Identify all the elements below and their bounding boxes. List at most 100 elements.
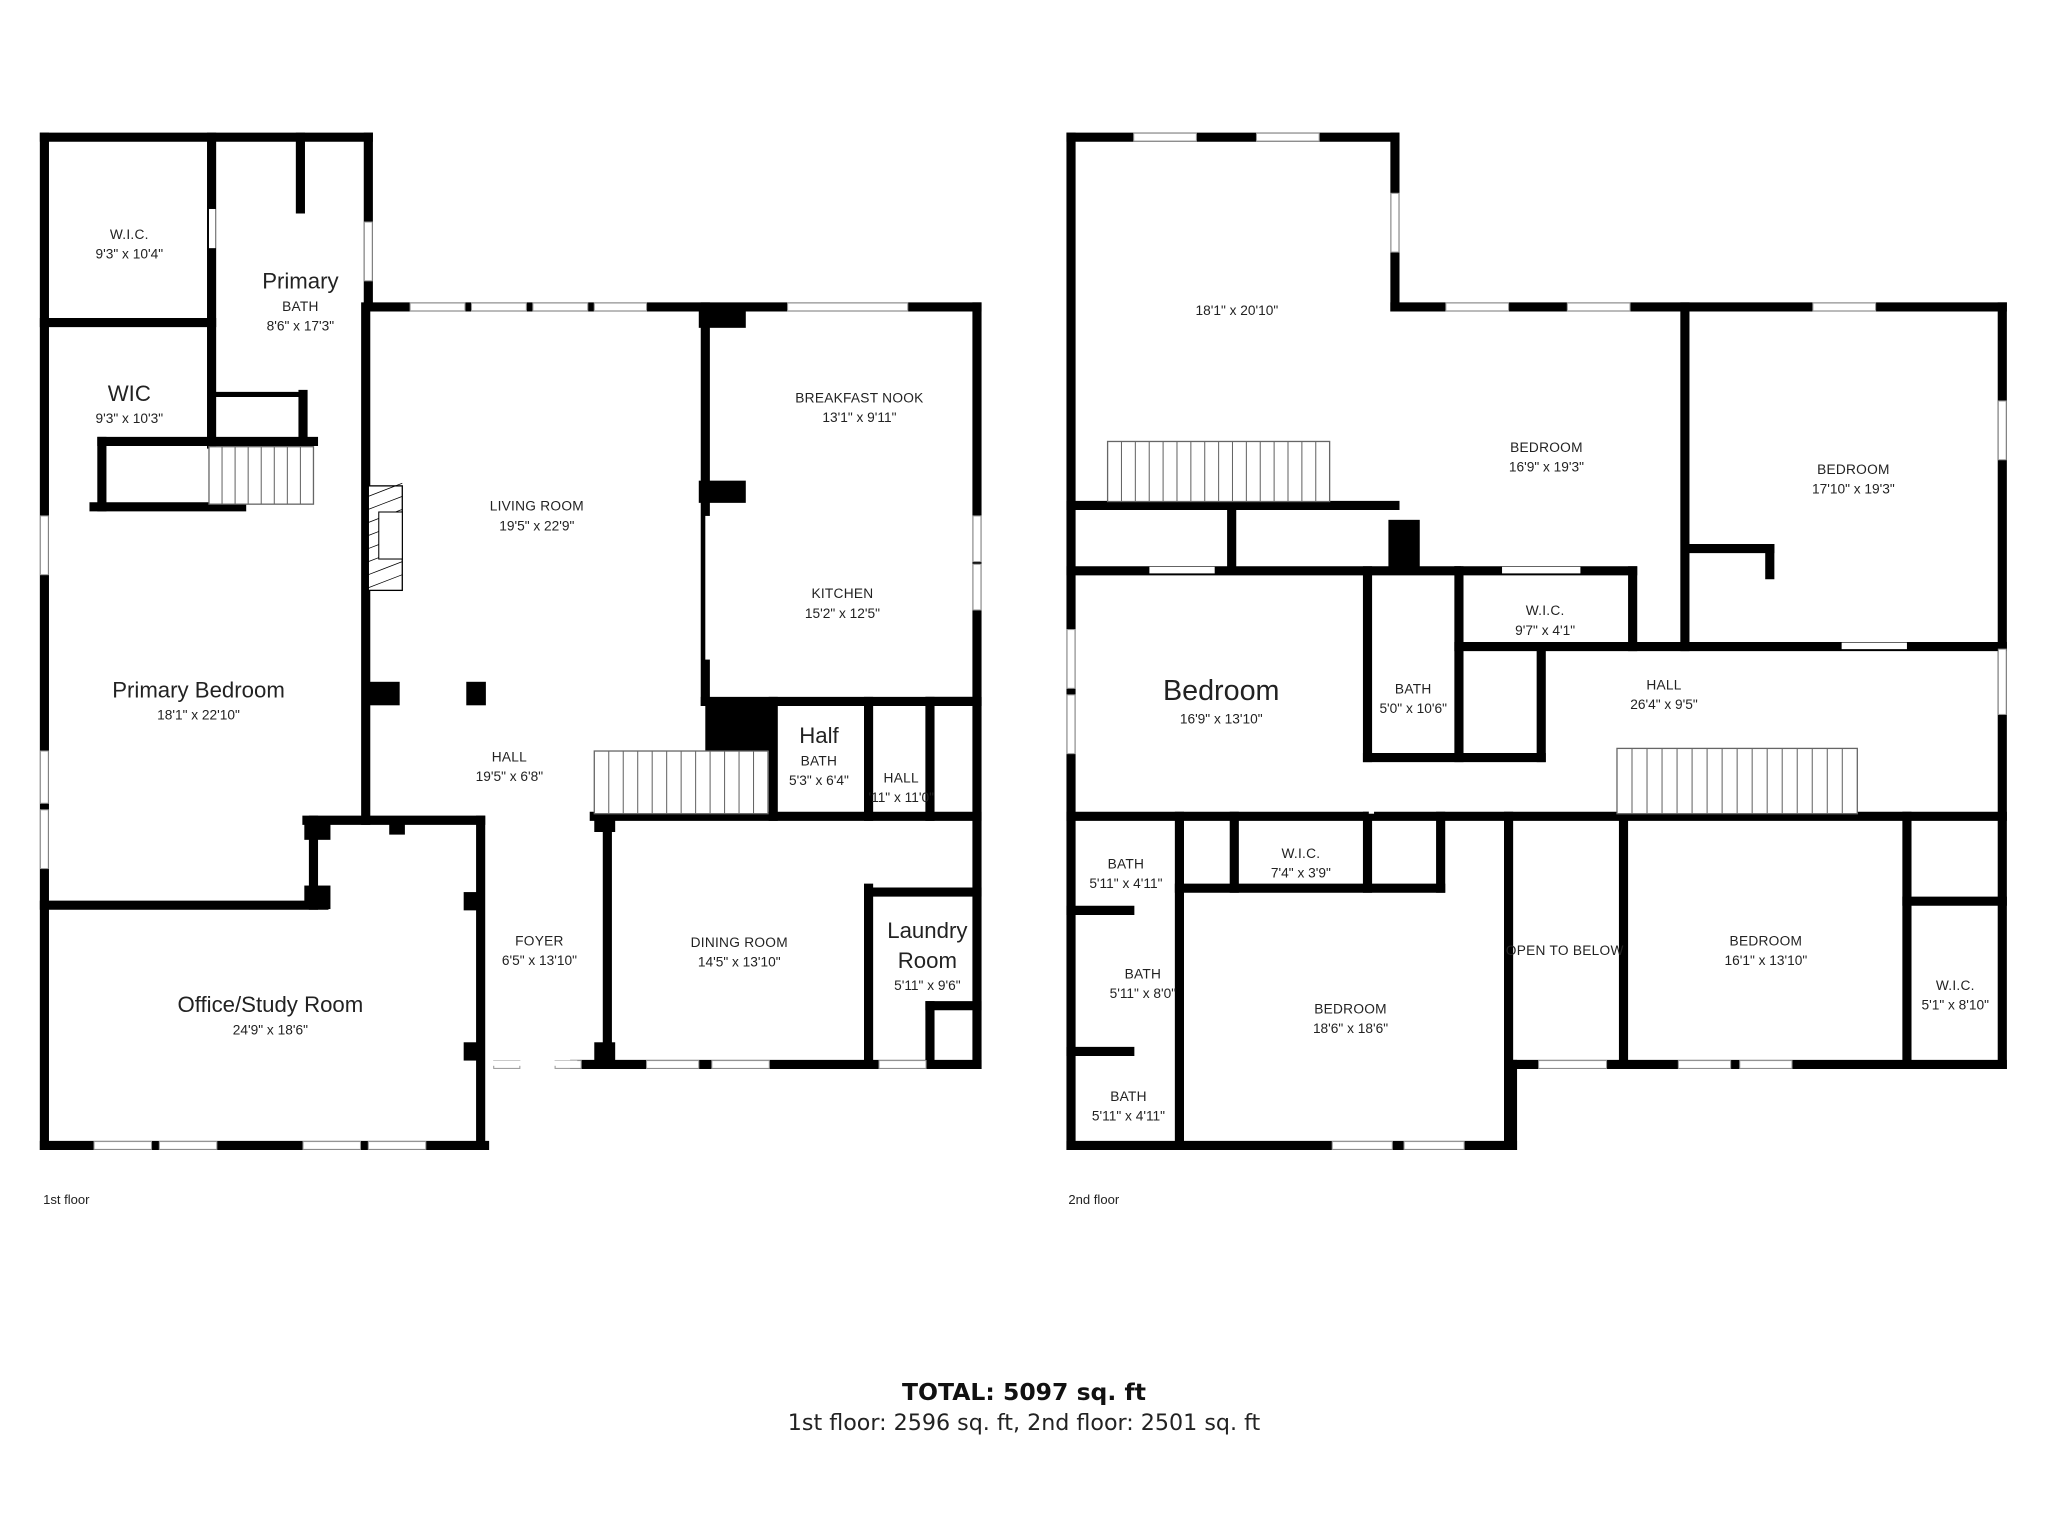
window xyxy=(711,1060,770,1069)
room-dimensions: 16'9" x 19'3" xyxy=(1509,460,1584,475)
area-breakdown: 1st floor: 2596 sq. ft, 2nd floor: 2501 … xyxy=(788,1410,1261,1436)
window xyxy=(1255,132,1320,142)
room-name: Half xyxy=(799,723,839,748)
staircase xyxy=(593,750,769,815)
fixtures xyxy=(39,132,2007,1150)
window xyxy=(158,1141,218,1150)
room-dimensions: 9'3" x 10'3" xyxy=(96,411,164,426)
staircase xyxy=(1106,440,1331,503)
room-name: BREAKFAST NOOK xyxy=(795,390,923,405)
room-name: BATH xyxy=(1108,857,1145,872)
room-name: W.I.C. xyxy=(1526,603,1565,618)
pillar xyxy=(594,1042,616,1065)
pillar xyxy=(365,681,400,706)
door-opening xyxy=(485,1060,578,1066)
room-dimensions: 7'4" x 3'9" xyxy=(1271,866,1331,881)
room-subname: BATH xyxy=(282,299,319,314)
room-name: HALL xyxy=(1646,678,1681,693)
room-subname: BATH xyxy=(801,753,838,768)
room-name: OPEN TO BELOW xyxy=(1506,943,1624,958)
window xyxy=(1997,648,2007,715)
room-name: WIC xyxy=(108,381,151,406)
room-name: BEDROOM xyxy=(1817,462,1890,477)
door-opening xyxy=(208,208,216,249)
door-opening xyxy=(1149,566,1215,574)
room-dimensions: 13'1" x 9'11" xyxy=(822,410,896,425)
room-name: Laundry xyxy=(887,918,968,943)
pillar xyxy=(463,1042,485,1061)
room-dimensions: 8'6" x 17'3" xyxy=(267,318,335,333)
room-dimensions: '11" x 11'0" xyxy=(868,790,934,805)
room-label: BEDROOM 17'10" x 19'3" xyxy=(1812,462,1895,497)
room-name: BATH xyxy=(1110,1089,1147,1104)
room-label: W.I.C. 9'7" x 4'1" xyxy=(1515,603,1575,638)
room-name: KITCHEN xyxy=(811,586,873,601)
room-name: BATH xyxy=(1395,682,1432,697)
room-name: HALL xyxy=(884,770,919,785)
room-name: FOYER xyxy=(515,934,564,949)
window xyxy=(1133,132,1197,142)
pillar xyxy=(466,681,486,706)
door-opening xyxy=(1502,566,1581,574)
room-name: Bedroom xyxy=(1163,675,1280,707)
door-opening xyxy=(705,515,711,660)
room-name: Primary Bedroom xyxy=(112,677,285,702)
room-dimensions: 9'3" x 10'4" xyxy=(96,247,164,262)
room-dimensions: 18'1" x 20'10" xyxy=(1196,303,1279,318)
room-dimensions: 5'11" x 9'6" xyxy=(894,978,961,993)
room-dimensions: 5'1" x 8'10" xyxy=(1921,998,1989,1013)
room-label: WIC 9'3" x 10'3" xyxy=(96,381,164,426)
room-dimensions: 9'7" x 4'1" xyxy=(1515,623,1575,638)
window xyxy=(593,302,648,312)
door-opening xyxy=(1368,764,1375,814)
room-dimensions: 5'3" x 6'4" xyxy=(789,773,849,788)
room-label: W.I.C.9'3" x 10'4" xyxy=(96,227,164,262)
room-label: 18'1" x 20'10" xyxy=(1196,303,1279,318)
window xyxy=(1331,1141,1393,1150)
room-dimensions: 5'11" x 8'0" xyxy=(1110,986,1177,1001)
window xyxy=(646,1060,700,1069)
room-name: Office/Study Room xyxy=(177,992,363,1017)
room-name: HALL xyxy=(492,749,527,764)
room-name: BATH xyxy=(1125,966,1162,981)
pillar xyxy=(1388,519,1420,571)
window xyxy=(1066,694,1076,755)
window xyxy=(39,515,49,576)
window xyxy=(1403,1141,1465,1150)
room-subname: Room xyxy=(898,948,957,973)
room-dimensions: 14'5" x 13'10" xyxy=(698,955,781,970)
room-label: HALL '11" x 11'0" xyxy=(868,770,934,805)
room-label: KITCHEN 15'2" x 12'5" xyxy=(805,586,880,621)
window xyxy=(1997,400,2007,461)
staircase xyxy=(208,446,315,505)
room-dimensions: 19'5" x 6'8" xyxy=(476,769,544,784)
pillar xyxy=(389,816,405,835)
room-dimensions: 17'10" x 19'3" xyxy=(1812,482,1895,497)
window xyxy=(363,221,373,282)
window xyxy=(409,302,466,312)
room-dimensions: 18'6" x 18'6" xyxy=(1313,1021,1388,1036)
room-name: DINING ROOM xyxy=(691,935,788,950)
room-label: BATH 5'11" x 8'0" xyxy=(1110,966,1177,1001)
room-label: DINING ROOM 14'5" x 13'10" xyxy=(691,935,788,970)
room-dimensions: 15'2" x 12'5" xyxy=(805,606,880,621)
window xyxy=(39,750,49,804)
window xyxy=(878,1060,927,1069)
pillar xyxy=(304,816,331,840)
window xyxy=(972,515,982,563)
room-name: LIVING ROOM xyxy=(490,499,584,514)
room-label: HALL 19'5" x 6'8" xyxy=(476,749,544,784)
window xyxy=(1390,192,1400,253)
